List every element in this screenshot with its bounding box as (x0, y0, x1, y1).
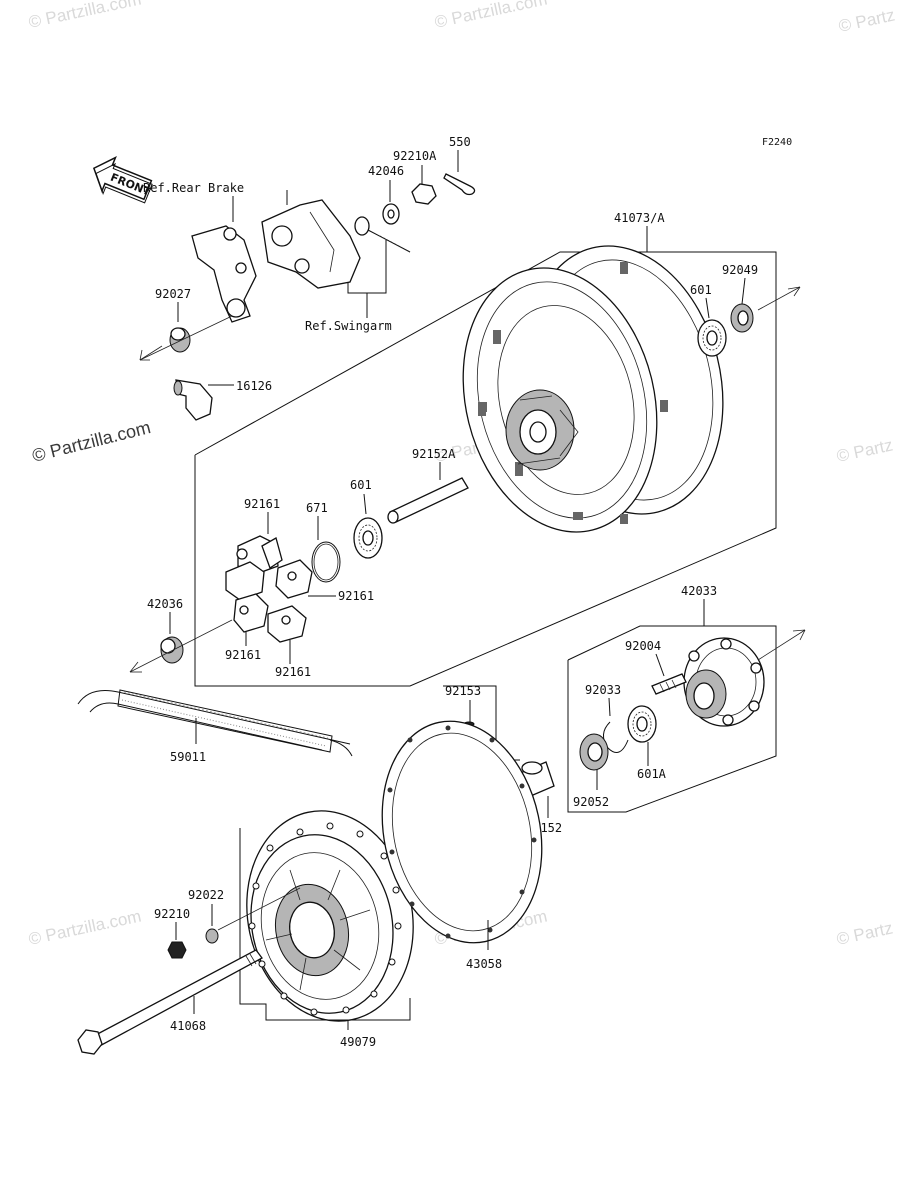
ref-rear-brake: Ref.Rear Brake (143, 181, 244, 195)
sleeve-92152A (387, 477, 469, 524)
valve-16126 (173, 379, 213, 421)
label-92152A: 92152A (412, 447, 456, 461)
label-92161-right: 92161 (338, 589, 374, 603)
adjuster-bolt (354, 216, 411, 253)
washer-92022 (205, 928, 219, 944)
hub-group-bracket (567, 625, 777, 813)
label-671: 671 (306, 501, 328, 515)
label-59011: 59011 (170, 750, 206, 764)
label-92027: 92027 (155, 287, 191, 301)
watermark-bottom-right: © Partz (835, 918, 895, 948)
axle-41068 (77, 949, 263, 1055)
label-92033: 92033 (585, 683, 621, 697)
label-92161-bot: 92161 (275, 665, 311, 679)
bearing-601A (627, 705, 657, 743)
drive-belt-59011 (77, 689, 353, 757)
watermark-top-center: © Partzilla.com (433, 0, 549, 32)
watermark-mid-right: © Partz (835, 435, 895, 465)
bearing-601-hub (697, 319, 727, 357)
label-41073A: 41073/A (614, 211, 665, 225)
collar-42036 (160, 636, 184, 664)
nut-92210 (167, 941, 187, 959)
label-92022: 92022 (188, 888, 224, 902)
label-92161-bl: 92161 (225, 648, 261, 662)
caliper-bracket (261, 199, 361, 289)
label-42033: 42033 (681, 584, 717, 598)
stud-92004 (651, 673, 687, 695)
label-92210: 92210 (154, 907, 190, 921)
label-92210A: 92210A (393, 149, 437, 163)
label-550: 550 (449, 135, 471, 149)
label-601-hub: 601 (690, 283, 712, 297)
collar-92027 (169, 327, 191, 353)
label-41068: 41068 (170, 1019, 206, 1033)
bearing-601-left (353, 517, 383, 559)
label-42036: 42036 (147, 597, 183, 611)
nut-92210A (411, 183, 437, 205)
damper-rubbers-92161 (225, 535, 313, 643)
label-43058: 43058 (466, 957, 502, 971)
seal-92049 (730, 303, 754, 333)
cotter-pin-550 (443, 173, 476, 196)
label-42046: 42046 (368, 164, 404, 178)
seal-92052 (579, 733, 609, 771)
o-ring-671 (311, 541, 341, 583)
label-601-left: 601 (350, 478, 372, 492)
watermark-main: © Partzilla.com (30, 417, 153, 466)
cast-wheel-41073A (462, 245, 724, 533)
diagram-code: F2240 (762, 137, 792, 148)
watermark-top-right: © Partz (837, 5, 897, 35)
pulley-49079 (246, 810, 414, 1022)
label-92049: 92049 (722, 263, 758, 277)
watermark-top-left: © Partzilla.com (27, 0, 143, 32)
watermark-bottom-left: © Partzilla.com (27, 907, 143, 949)
label-92161-top: 92161 (244, 497, 280, 511)
gasket-43058 (381, 720, 543, 944)
label-92153: 92153 (445, 684, 481, 698)
label-16126: 16126 (236, 379, 272, 393)
ref-swingarm: Ref.Swingarm (305, 319, 392, 333)
label-601A: 601A (637, 767, 667, 781)
label-49079: 49079 (340, 1035, 376, 1049)
wheel-group-bracket (194, 251, 777, 687)
sprocket-hub-42033 (683, 637, 765, 727)
brake-bracket (191, 225, 257, 323)
label-92052: 92052 (573, 795, 609, 809)
label-92004: 92004 (625, 639, 661, 653)
